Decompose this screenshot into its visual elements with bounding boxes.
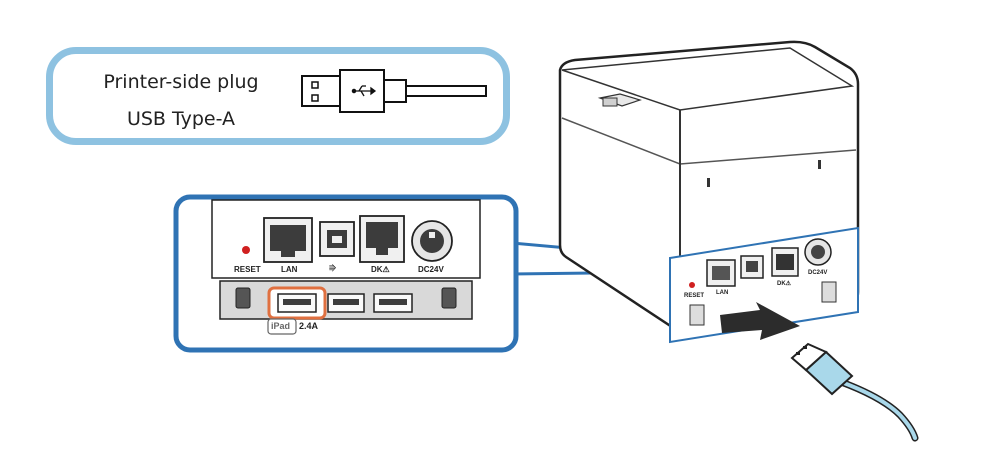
printer-body [558,40,860,337]
usb-a-plug-drawing [301,69,487,113]
dk-label: DK⚠ [371,265,390,274]
printer-reset-label: RESET [684,293,705,299]
usb-cable [790,342,919,442]
usb-symbol-label: ⭆ [329,264,337,273]
lan-label: LAN [281,265,298,274]
printer-port-panel [669,226,859,344]
zoom-panel [173,194,519,353]
insert-arrow-icon [720,302,800,340]
plug-callout: Printer-side plug USB Type-A [46,47,510,145]
usb-icon [351,85,377,97]
dk-port [359,215,405,263]
printer-dc-label: DC24V [808,270,828,276]
usb-a-port-3 [373,293,413,313]
ipad-badge: iPad [271,321,291,331]
printer-dk-label: DK⚠ [777,281,792,287]
lan-port [263,217,313,263]
usb-a-port-2 [327,293,365,313]
dc-power-port [411,220,453,262]
dc-label: DC24V [418,265,444,274]
amp-label: 2.4A [299,321,319,331]
callout-subtitle: USB Type-A [126,108,236,130]
usb-b-port [319,221,355,257]
callout-title: Printer-side plug [103,71,259,93]
zoom-connector [510,241,682,276]
printer-lan-label: LAN [716,290,729,296]
reset-button-dot [242,246,250,254]
usb-a-port-highlighted [267,286,327,320]
reset-label: RESET [234,265,261,274]
